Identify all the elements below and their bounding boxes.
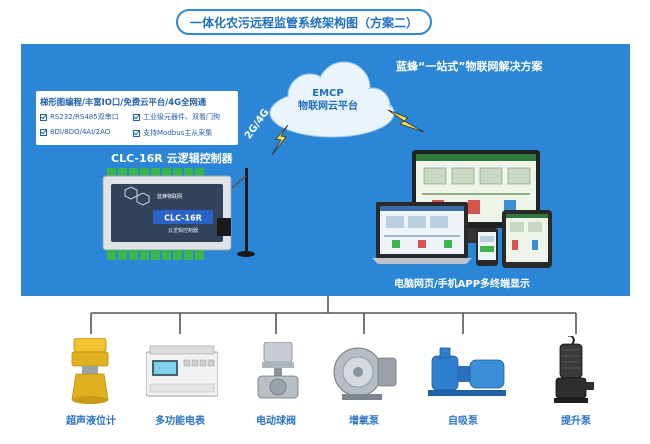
cloud-label: EMCP 物联网云平台 — [273, 87, 383, 113]
device-label-aeration-blower: 增氧泵 — [349, 416, 379, 427]
controller-brand-text: 蓝蜂物联网 — [157, 193, 182, 200]
cloud-label-line2: 物联网云平台 — [298, 101, 358, 112]
lightning-bolt-left-icon — [271, 125, 289, 155]
device-label-multifunction-meter: 多功能电表 — [155, 416, 205, 427]
controller-device-icon: 蓝蜂物联网 CLC-16R 云逻辑控制器 — [102, 168, 255, 260]
feature-item-text: RS232/RS485双串口 — [50, 113, 119, 121]
device-label-ultrasonic-level-meter: 超声液位计 — [66, 416, 116, 427]
diagram-title-text: 一体化农污远程监管系统架构图（方案二） — [189, 15, 418, 30]
lift-pump-icon — [554, 336, 594, 403]
device-label-lift-pump: 提升泵 — [561, 416, 591, 427]
ultrasonic-level-meter-icon — [71, 338, 109, 404]
checkbox-icon — [133, 129, 140, 137]
controller-model-text: CLC-16R — [164, 214, 202, 223]
feature-item: 支持Modbus主从采集 — [133, 128, 212, 138]
aeration-blower-icon — [333, 347, 397, 400]
self-priming-pump-icon — [428, 347, 506, 396]
multifunction-meter-icon — [146, 345, 218, 397]
controller-label: CLC-16R 云逻辑控制器 — [111, 152, 233, 165]
electric-ball-valve-icon — [257, 342, 299, 399]
controller-sub-text: 云逻辑控制器 — [168, 227, 198, 234]
laptop-icon — [372, 202, 472, 264]
lightning-bolt-right-icon — [388, 109, 424, 133]
diagram-title: 一体化农污远程监管系统架构图（方案二） — [176, 9, 432, 35]
feature-item: 工业级元器件、双看门狗 — [133, 112, 220, 122]
device-label-self-priming-pump: 自吸泵 — [448, 416, 478, 427]
checkbox-icon — [133, 113, 140, 121]
feature-item-text: 支持Modbus主从采集 — [143, 129, 213, 137]
tablet-icon — [502, 210, 552, 268]
phone-icon — [476, 228, 498, 266]
feature-item-text: 8DI/8DO/4AI/2AO — [50, 128, 111, 136]
feature-item: RS232/RS485双串口 — [40, 112, 119, 122]
slogan: 蓝蜂“一站式”物联网解决方案 — [396, 60, 543, 73]
display-terminals-icon — [372, 150, 552, 268]
terminal-label: 电脑网页/手机APP多终端显示 — [394, 279, 531, 290]
device-label-electric-ball-valve: 电动球阀 — [256, 416, 296, 427]
feature-item-text: 工业级元器件、双看门狗 — [143, 113, 220, 121]
cloud-label-line1: EMCP — [312, 88, 344, 99]
checkbox-icon — [40, 128, 47, 136]
cloud-icon — [269, 61, 395, 138]
checkbox-icon — [40, 113, 47, 121]
feature-item: 8DI/8DO/4AI/2AO — [40, 128, 110, 136]
feature-title: 梯形图编程/丰富IO口/免费云平台/4G全网通 — [40, 97, 207, 107]
